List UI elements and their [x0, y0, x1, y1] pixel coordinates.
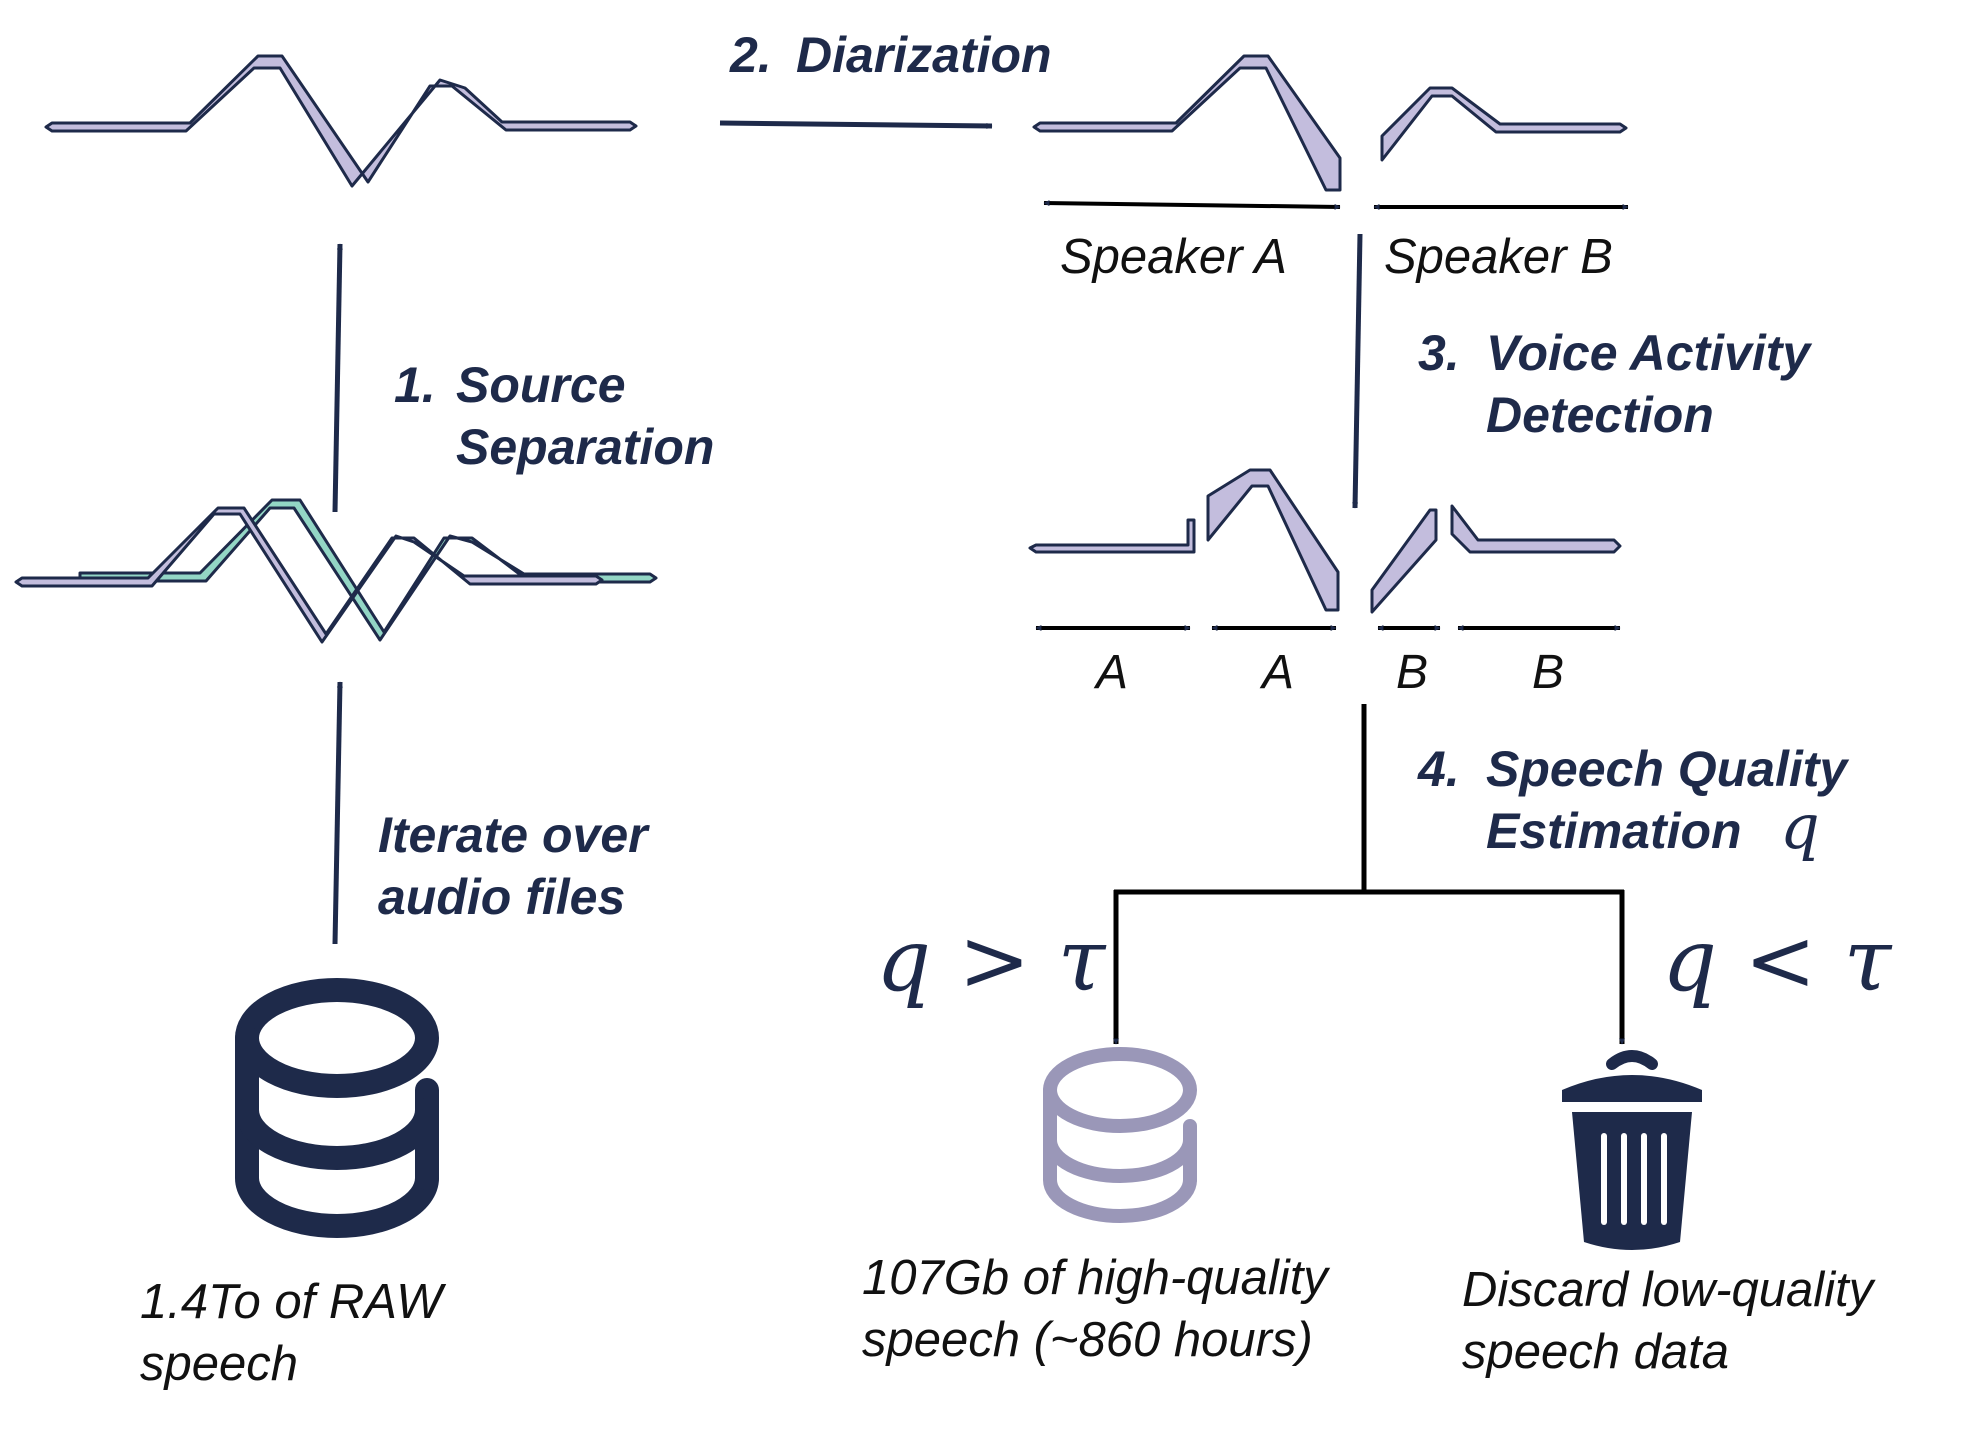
waveform-mixed	[14, 498, 658, 644]
flow-arrow-iterate	[332, 681, 343, 945]
database-icon	[1043, 1047, 1197, 1223]
segment-label: A	[1093, 646, 1128, 699]
svg-text:speech (~860 hours): speech (~860 hours)	[862, 1313, 1313, 1367]
stage-number: 1.	[394, 357, 436, 413]
condition-keep: q > τ	[876, 911, 1107, 1011]
segment-label: A	[1259, 646, 1294, 699]
stage-label-diarization: 2. Diarization	[729, 27, 1052, 83]
iterate-line2: audio files	[378, 869, 625, 925]
stage-label-iterate: Iterate over audio files	[378, 807, 650, 925]
segment-label: B	[1532, 646, 1564, 699]
quality-symbol: q	[1780, 790, 1820, 863]
stage-title-line2: Detection	[1486, 387, 1714, 443]
stage-number: 3.	[1418, 325, 1460, 381]
stage-label-source-separation: 1. Source Separation	[394, 357, 714, 475]
trash-icon	[1562, 1050, 1702, 1250]
flow-arrow-vad	[1352, 233, 1363, 509]
waveform-separated	[44, 54, 638, 188]
stage-title-line2: Separation	[456, 419, 714, 475]
stage-label-quality: 4. Speech Quality Estimation q	[1417, 741, 1849, 863]
condition-discard: q < τ	[1662, 911, 1893, 1011]
speaker-b-label: Speaker B	[1384, 230, 1613, 284]
svg-text:1.4To of RAW: 1.4To of RAW	[140, 1275, 447, 1329]
iterate-line1: Iterate over	[378, 807, 650, 863]
stage-title-line2: Estimation	[1486, 803, 1742, 859]
speaker-a-label: Speaker A	[1060, 230, 1287, 284]
database-icon	[235, 978, 439, 1238]
raw-speech-label: 1.4To of RAW speech	[140, 1275, 447, 1391]
svg-text:speech: speech	[140, 1337, 298, 1391]
stage-title-line1: Source	[456, 357, 626, 413]
stage-title-line1: Speech Quality	[1486, 741, 1849, 797]
high-quality-label: 107Gb of high-quality speech (~860 hours…	[862, 1251, 1330, 1367]
svg-text:speech data: speech data	[1462, 1325, 1729, 1379]
waveform-diarized: Speaker A Speaker B	[1032, 54, 1629, 284]
svg-text:Discard low-quality: Discard low-quality	[1462, 1263, 1876, 1317]
stage-title: Diarization	[796, 27, 1052, 83]
waveform-vad: A A B B	[1028, 468, 1622, 699]
svg-text:107Gb of high-quality: 107Gb of high-quality	[862, 1251, 1330, 1305]
quality-branch	[1113, 704, 1625, 1045]
speaker-a-span-arrow	[1043, 200, 1341, 210]
stage-label-vad: 3. Voice Activity Detection	[1418, 325, 1812, 443]
discard-label: Discard low-quality speech data	[1462, 1263, 1876, 1379]
flow-arrow-source-separation	[332, 243, 343, 513]
segment-label: B	[1396, 646, 1428, 699]
stage-title-line1: Voice Activity	[1486, 325, 1812, 381]
flow-arrow-diarization	[719, 120, 993, 129]
stage-number: 4.	[1417, 741, 1460, 797]
stage-number: 2.	[729, 27, 772, 83]
